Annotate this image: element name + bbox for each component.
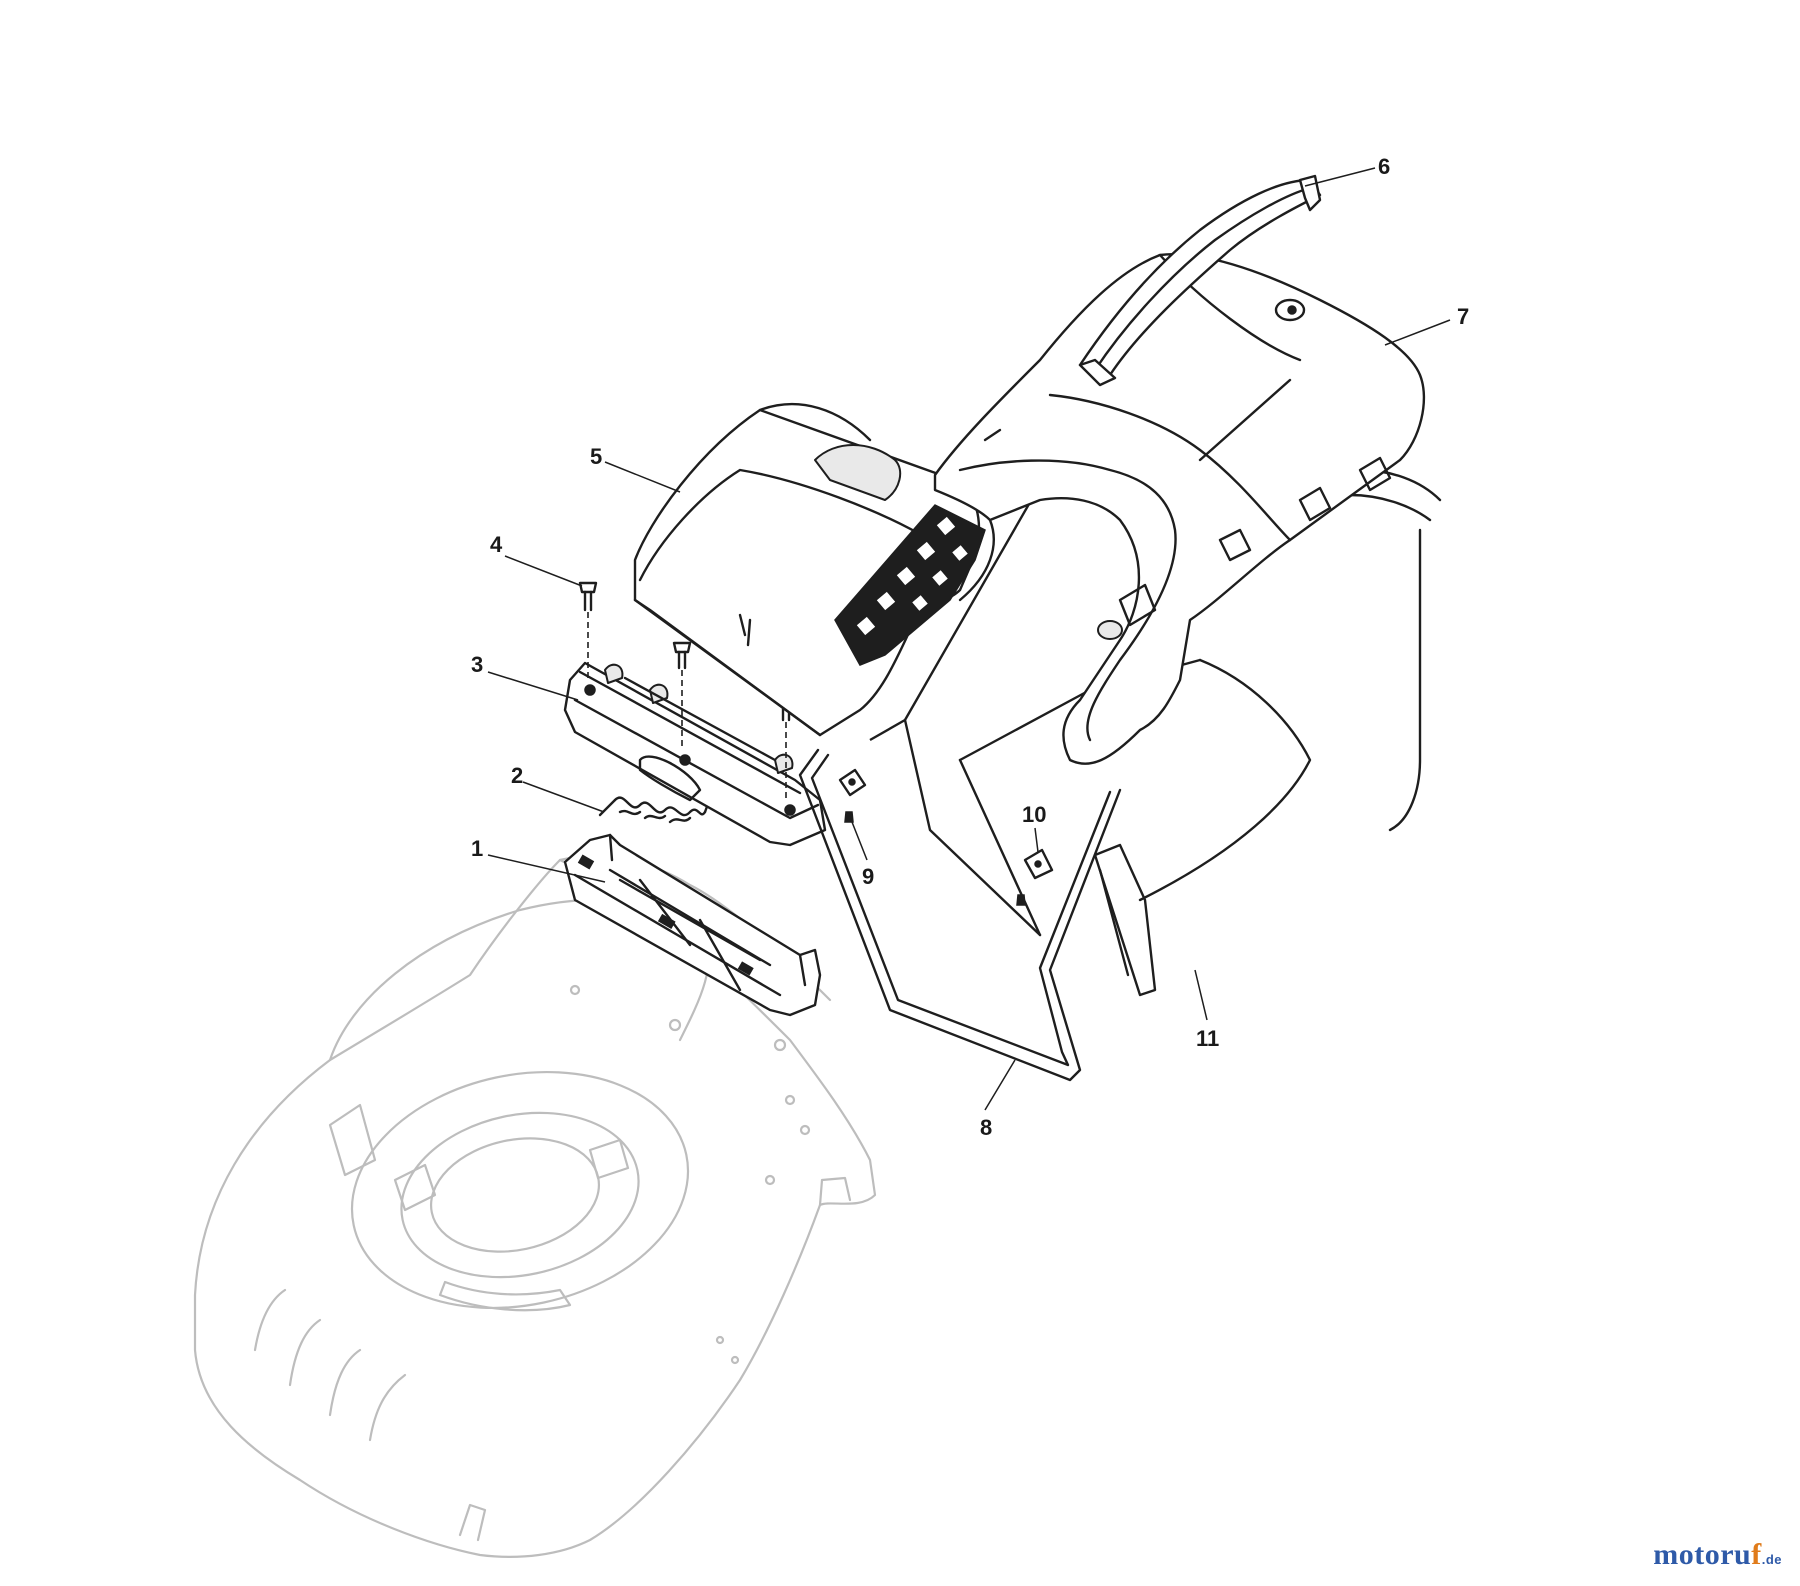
callout-7: 7 [1457, 304, 1469, 329]
safety-label-icons [856, 516, 968, 636]
part-7-bag-top [933, 253, 1426, 765]
callout-2: 2 [511, 763, 523, 788]
callout-5: 5 [590, 444, 602, 469]
callout-9: 9 [862, 864, 874, 889]
watermark-accent: f [1751, 1538, 1762, 1571]
callout-labels: 1 2 3 4 5 6 7 8 9 10 11 [471, 154, 1469, 1140]
watermark-main: motoru [1653, 1538, 1752, 1571]
part-3-flap [563, 661, 827, 847]
callout-4: 4 [490, 532, 503, 557]
part-5-cover [633, 402, 986, 737]
motoruf-watermark-logo: motoruf.de [1653, 1538, 1782, 1572]
callout-1: 1 [471, 836, 483, 861]
callout-11: 11 [1196, 1026, 1219, 1051]
mower-deck [193, 855, 877, 1558]
part-9-clip [838, 768, 867, 823]
callout-3: 3 [471, 652, 483, 677]
part-1-hinge-bracket [563, 833, 822, 1017]
part-10-clip [1016, 848, 1054, 906]
leader-lines [487, 167, 1451, 1111]
part-6-handle [1078, 174, 1322, 387]
callout-10: 10 [1022, 802, 1046, 827]
callout-6: 6 [1378, 154, 1390, 179]
watermark-tld: .de [1761, 1552, 1782, 1567]
callout-8: 8 [980, 1115, 992, 1140]
part-8-frame [798, 748, 1122, 1082]
